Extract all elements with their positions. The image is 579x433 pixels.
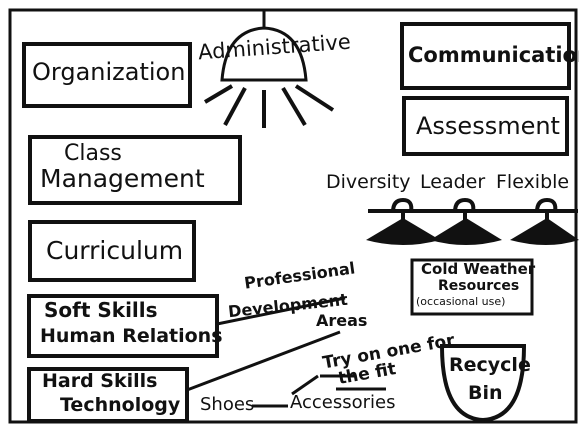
assessment-label: Assessment [416, 112, 560, 140]
hard-skills-label-1: Hard Skills [42, 370, 158, 392]
class-management-box [28, 135, 242, 205]
recycle-bin-icon [439, 344, 527, 423]
cold-weather-label-2: Resources [438, 278, 520, 294]
curriculum-box [28, 220, 196, 282]
cold-weather-label-3: (occasional use) [416, 295, 506, 308]
hanger-label-flexible: Flexible [496, 171, 570, 193]
accessories-label: Accessories [290, 392, 396, 413]
assessment-box [402, 96, 569, 156]
soft-skills-label-2: Human Relations [40, 325, 223, 347]
hard-skills-label-2: Technology [60, 394, 181, 416]
connector-hard-to-areas [186, 330, 341, 392]
hanger-label-leader: Leader [420, 171, 486, 193]
curriculum-label: Curriculum [46, 236, 184, 265]
outer-frame [8, 8, 578, 424]
organization-label: Organization [32, 58, 186, 86]
cold-weather-label-1: Cold Weather [421, 260, 536, 278]
shoes-label: Shoes [200, 394, 255, 415]
cold-weather-box [410, 258, 534, 316]
soft-skills-label-1: Soft Skills [44, 298, 158, 322]
lamp-icon [203, 10, 335, 128]
hanger-rail [366, 197, 579, 245]
communication-label: Communication [408, 43, 579, 67]
recycle-bin-label-1: Recycle [449, 354, 531, 376]
organization-box [22, 42, 192, 108]
connector-soft-to-pd [216, 296, 346, 326]
hanger-icon [510, 197, 579, 245]
hanger-label-diversity: Diversity [326, 171, 411, 193]
hard-skills-box [27, 367, 189, 423]
pd-label-areas: Areas [316, 311, 368, 330]
class-management-label-2: Management [40, 164, 205, 193]
hanger-icon [430, 197, 502, 245]
recycle-bin-label-2: Bin [468, 382, 503, 404]
class-management-label-1: Class [64, 141, 122, 166]
connector-accessories-tryon [291, 374, 319, 396]
communication-box [400, 22, 571, 90]
soft-skills-box [27, 294, 219, 358]
hanger-icon [366, 197, 440, 245]
